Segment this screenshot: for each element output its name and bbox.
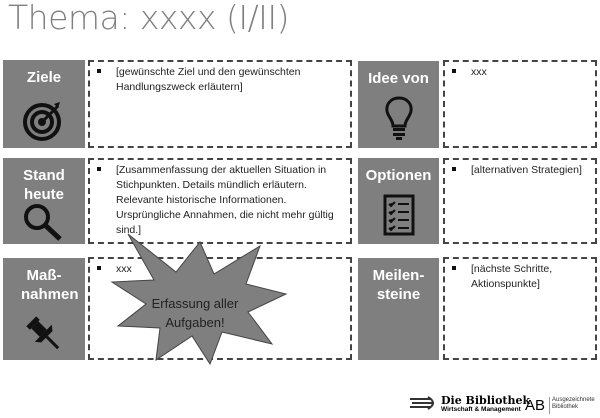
tile-label: Stand heute	[23, 167, 65, 203]
ab-logo-text: Ausgezeichnete Bibliothek	[552, 397, 595, 410]
magnifier-icon	[24, 204, 62, 241]
ab-logo-mark: AB	[525, 397, 551, 414]
tile-stand-heute: Stand heute	[3, 158, 85, 244]
tile-label: Idee von	[368, 70, 429, 87]
bullet: [Zusammenfassung der aktuellen Situation…	[97, 163, 344, 238]
logo-subtitle: Wirtschaft & Management	[441, 406, 521, 413]
tile-label: Maß-nahmen	[21, 267, 79, 303]
lightbulb-icon	[384, 96, 413, 140]
bullet: xxx	[452, 65, 589, 80]
optionen-box[interactable]: [alternativen Strategien]	[443, 158, 597, 244]
target-icon	[23, 102, 61, 141]
massnahmen-box[interactable]: xxx	[88, 257, 352, 360]
logo-title: Die Bibliothek	[441, 394, 531, 407]
tile-label: Meilen-steine	[372, 267, 425, 303]
die-bibliothek-logo-icon	[410, 396, 434, 410]
stand-heute-box[interactable]: [Zusammenfassung der aktuellen Situation…	[88, 158, 352, 244]
checklist-icon	[383, 194, 414, 236]
tile-idee-von: Idee von	[358, 61, 439, 148]
ziele-box[interactable]: [gewünschte Ziel und den gewünschten Han…	[88, 60, 352, 148]
tile-label: Optionen	[365, 167, 432, 184]
tile-meilensteine: Meilen-steine	[358, 258, 439, 360]
bullet: [nächste Schritte, Aktionspunkte]	[452, 262, 589, 292]
idee-von-box[interactable]: xxx	[443, 60, 597, 148]
pushpin-icon	[26, 316, 60, 350]
bullet: xxx	[97, 262, 344, 277]
tile-label: Ziele	[26, 69, 62, 86]
callout-text: Erfassung aller Aufgaben!	[151, 296, 239, 330]
meilensteine-box[interactable]: [nächste Schritte, Aktionspunkte]	[443, 257, 597, 360]
tile-massnahmen: Maß-nahmen	[3, 258, 85, 360]
page-title: Thema: xxxx (I/II)	[8, 0, 290, 37]
bullet: [alternativen Strategien]	[452, 163, 589, 178]
starburst-callout-shape	[110, 233, 288, 366]
tile-ziele: Ziele	[3, 60, 85, 148]
die-bibliothek-logo: Die Bibliothek Wirtschaft & Management	[441, 395, 530, 414]
tile-optionen: Optionen	[358, 158, 439, 244]
bullet: [gewünschte Ziel und den gewünschten Han…	[97, 65, 344, 95]
